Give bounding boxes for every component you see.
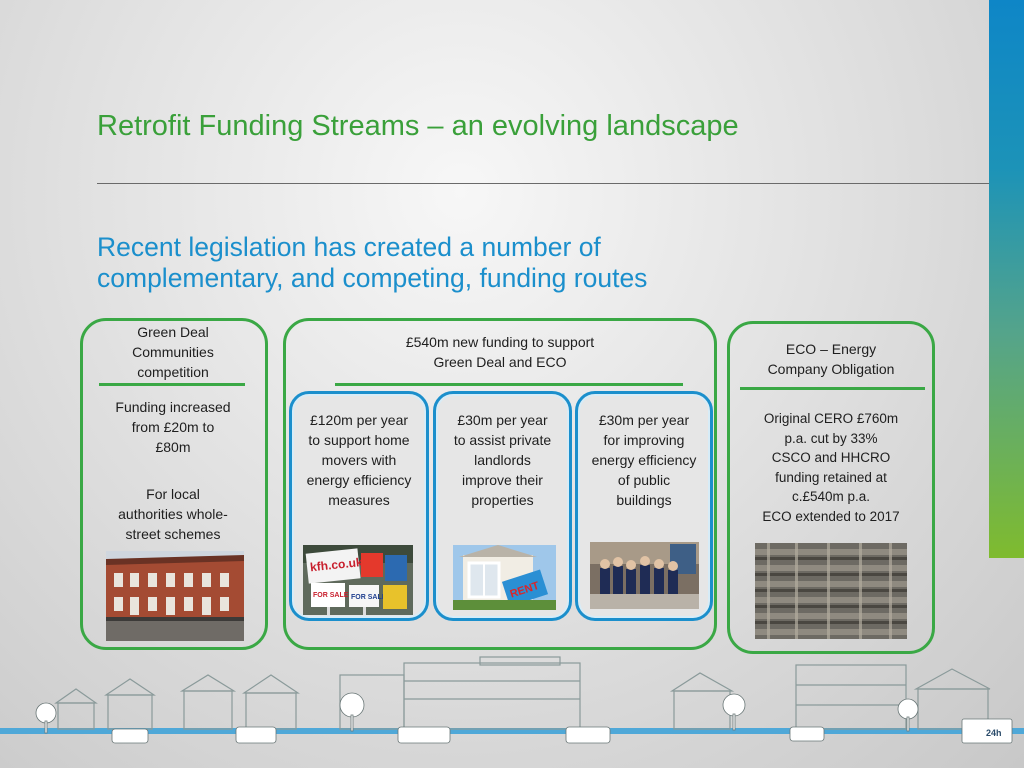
private-landlords-text: £30m per year to assist private landlord… <box>453 412 552 508</box>
aerial-housing-photo <box>755 543 907 639</box>
public-buildings-text: £30m per year for improving energy effic… <box>591 412 697 508</box>
skyline-illustration: 24h <box>0 656 1024 744</box>
van-logo-text: 24h <box>986 728 1002 738</box>
for-sale-signs-photo: kfh.co.uk FOR SALE FOR SALE <box>303 545 413 615</box>
slide-title: Retrofit Funding Streams – an evolving l… <box>97 110 739 142</box>
subtitle-line-2: complementary, and competing, funding ro… <box>97 263 648 293</box>
accent-bar <box>989 0 1024 558</box>
green-deal-heading: Green Deal Communities competition <box>132 324 214 380</box>
title-divider <box>97 183 989 184</box>
sign-site-text: kfh.co.uk <box>309 555 363 574</box>
eco-heading-rule <box>740 387 925 390</box>
rent-house-photo: RENT <box>453 545 556 610</box>
home-movers-text: £120m per year to support home movers wi… <box>306 412 412 508</box>
local-authorities-text: For local authorities whole- street sche… <box>118 486 228 542</box>
new-funding-heading: £540m new funding to support Green Deal … <box>405 334 595 370</box>
funding-increased-text: Funding increased from £20m to £80m <box>115 399 231 455</box>
school-children-photo <box>590 542 699 609</box>
slide-subtitle: Recent legislation has created a number … <box>97 232 797 294</box>
eco-details-text: Original CERO £760m p.a. cut by 33% CSCO… <box>762 411 900 524</box>
eco-heading: ECO – Energy Company Obligation <box>767 341 895 377</box>
terraced-street-photo <box>106 551 244 641</box>
left-heading-rule <box>99 383 245 386</box>
eco-panel <box>727 321 935 654</box>
sign-for-sale-text-2: FOR SALE <box>351 594 387 601</box>
sign-for-sale-text-1: FOR SALE <box>313 592 349 599</box>
center-heading-rule <box>335 383 683 386</box>
subtitle-line-1: Recent legislation has created a number … <box>97 232 601 262</box>
green-deal-communities-panel <box>80 318 268 650</box>
new-funding-panel <box>283 318 717 650</box>
